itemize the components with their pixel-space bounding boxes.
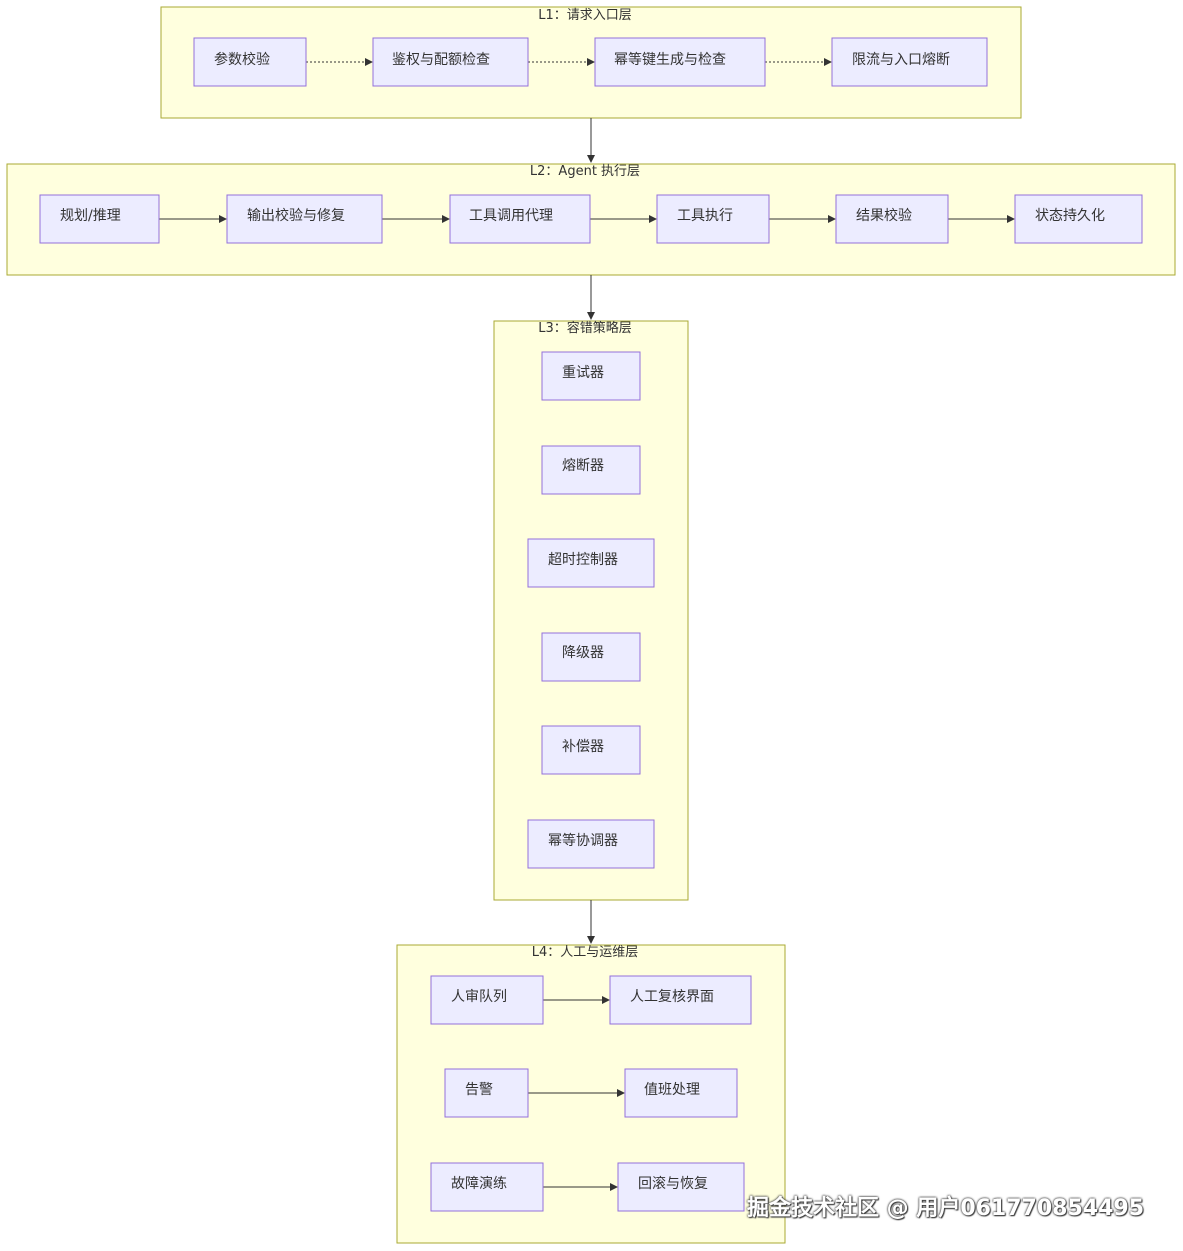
node-result-validation: 结果校验: [835, 194, 949, 244]
node-label: 工具执行: [677, 208, 733, 224]
node-fault-drill: 故障演练: [430, 1162, 544, 1212]
node-retrier: 重试器: [541, 351, 641, 401]
node-review-ui: 人工复核界面: [609, 975, 752, 1025]
cluster-l3: L3：容错策略层: [493, 320, 689, 901]
node-label: 规划/推理: [60, 208, 121, 224]
node-label: 状态持久化: [1035, 208, 1105, 224]
node-label: 输出校验与修复: [247, 207, 345, 224]
node-output-validation: 输出校验与修复: [226, 194, 383, 244]
watermark: 掘金技术社区 @ 用户061770854495: [747, 1196, 1145, 1221]
node-timeout-controller: 超时控制器: [527, 538, 655, 588]
edges-l4: [528, 996, 625, 1191]
node-label: 补偿器: [562, 739, 604, 755]
node-alert: 告警: [444, 1068, 529, 1118]
node-planning: 规划/推理: [39, 194, 160, 244]
node-label: 结果校验: [856, 207, 912, 224]
node-label: 人工复核界面: [630, 988, 714, 1005]
node-label: 工具调用代理: [469, 208, 553, 224]
node-label: 告警: [465, 1082, 493, 1098]
cluster-l3-title: L3：容错策略层: [538, 320, 632, 336]
node-oncall: 值班处理: [624, 1068, 738, 1118]
node-label: 幂等协调器: [548, 832, 618, 849]
node-label: 参数校验: [214, 51, 270, 68]
node-review-queue: 人审队列: [430, 975, 544, 1025]
node-label: 故障演练: [451, 1176, 507, 1192]
node-label: 幂等键生成与检查: [614, 51, 726, 68]
node-label: 鉴权与配额检查: [392, 52, 490, 68]
node-tool-exec: 工具执行: [656, 194, 770, 244]
node-label: 限流与入口熔断: [852, 52, 950, 68]
node-rollback: 回滚与恢复: [617, 1162, 745, 1212]
node-param-validation: 参数校验: [193, 37, 307, 87]
node-idempotency-key: 幂等键生成与检查: [594, 37, 766, 87]
node-rate-limit: 限流与入口熔断: [831, 37, 988, 87]
node-circuit-breaker: 熔断器: [541, 445, 641, 495]
node-degrader: 降级器: [541, 632, 641, 682]
node-tool-proxy: 工具调用代理: [449, 194, 591, 244]
node-label: 人审队列: [451, 989, 507, 1005]
cluster-l1-title: L1：请求入口层: [538, 8, 632, 23]
node-auth-quota: 鉴权与配额检查: [372, 37, 529, 87]
node-compensator: 补偿器: [541, 725, 641, 775]
node-label: 降级器: [562, 645, 604, 661]
node-state-persist: 状态持久化: [1014, 194, 1143, 244]
node-label: 重试器: [562, 365, 604, 381]
node-label: 超时控制器: [548, 552, 618, 568]
node-label: 回滚与恢复: [638, 1175, 708, 1192]
node-idempotency-coordinator: 幂等协调器: [527, 819, 655, 869]
node-label: 值班处理: [644, 1082, 700, 1098]
node-label: 熔断器: [562, 458, 604, 474]
cluster-l2-title: L2：Agent 执行层: [530, 164, 640, 179]
cluster-l4-title: L4：人工与运维层: [532, 945, 639, 960]
